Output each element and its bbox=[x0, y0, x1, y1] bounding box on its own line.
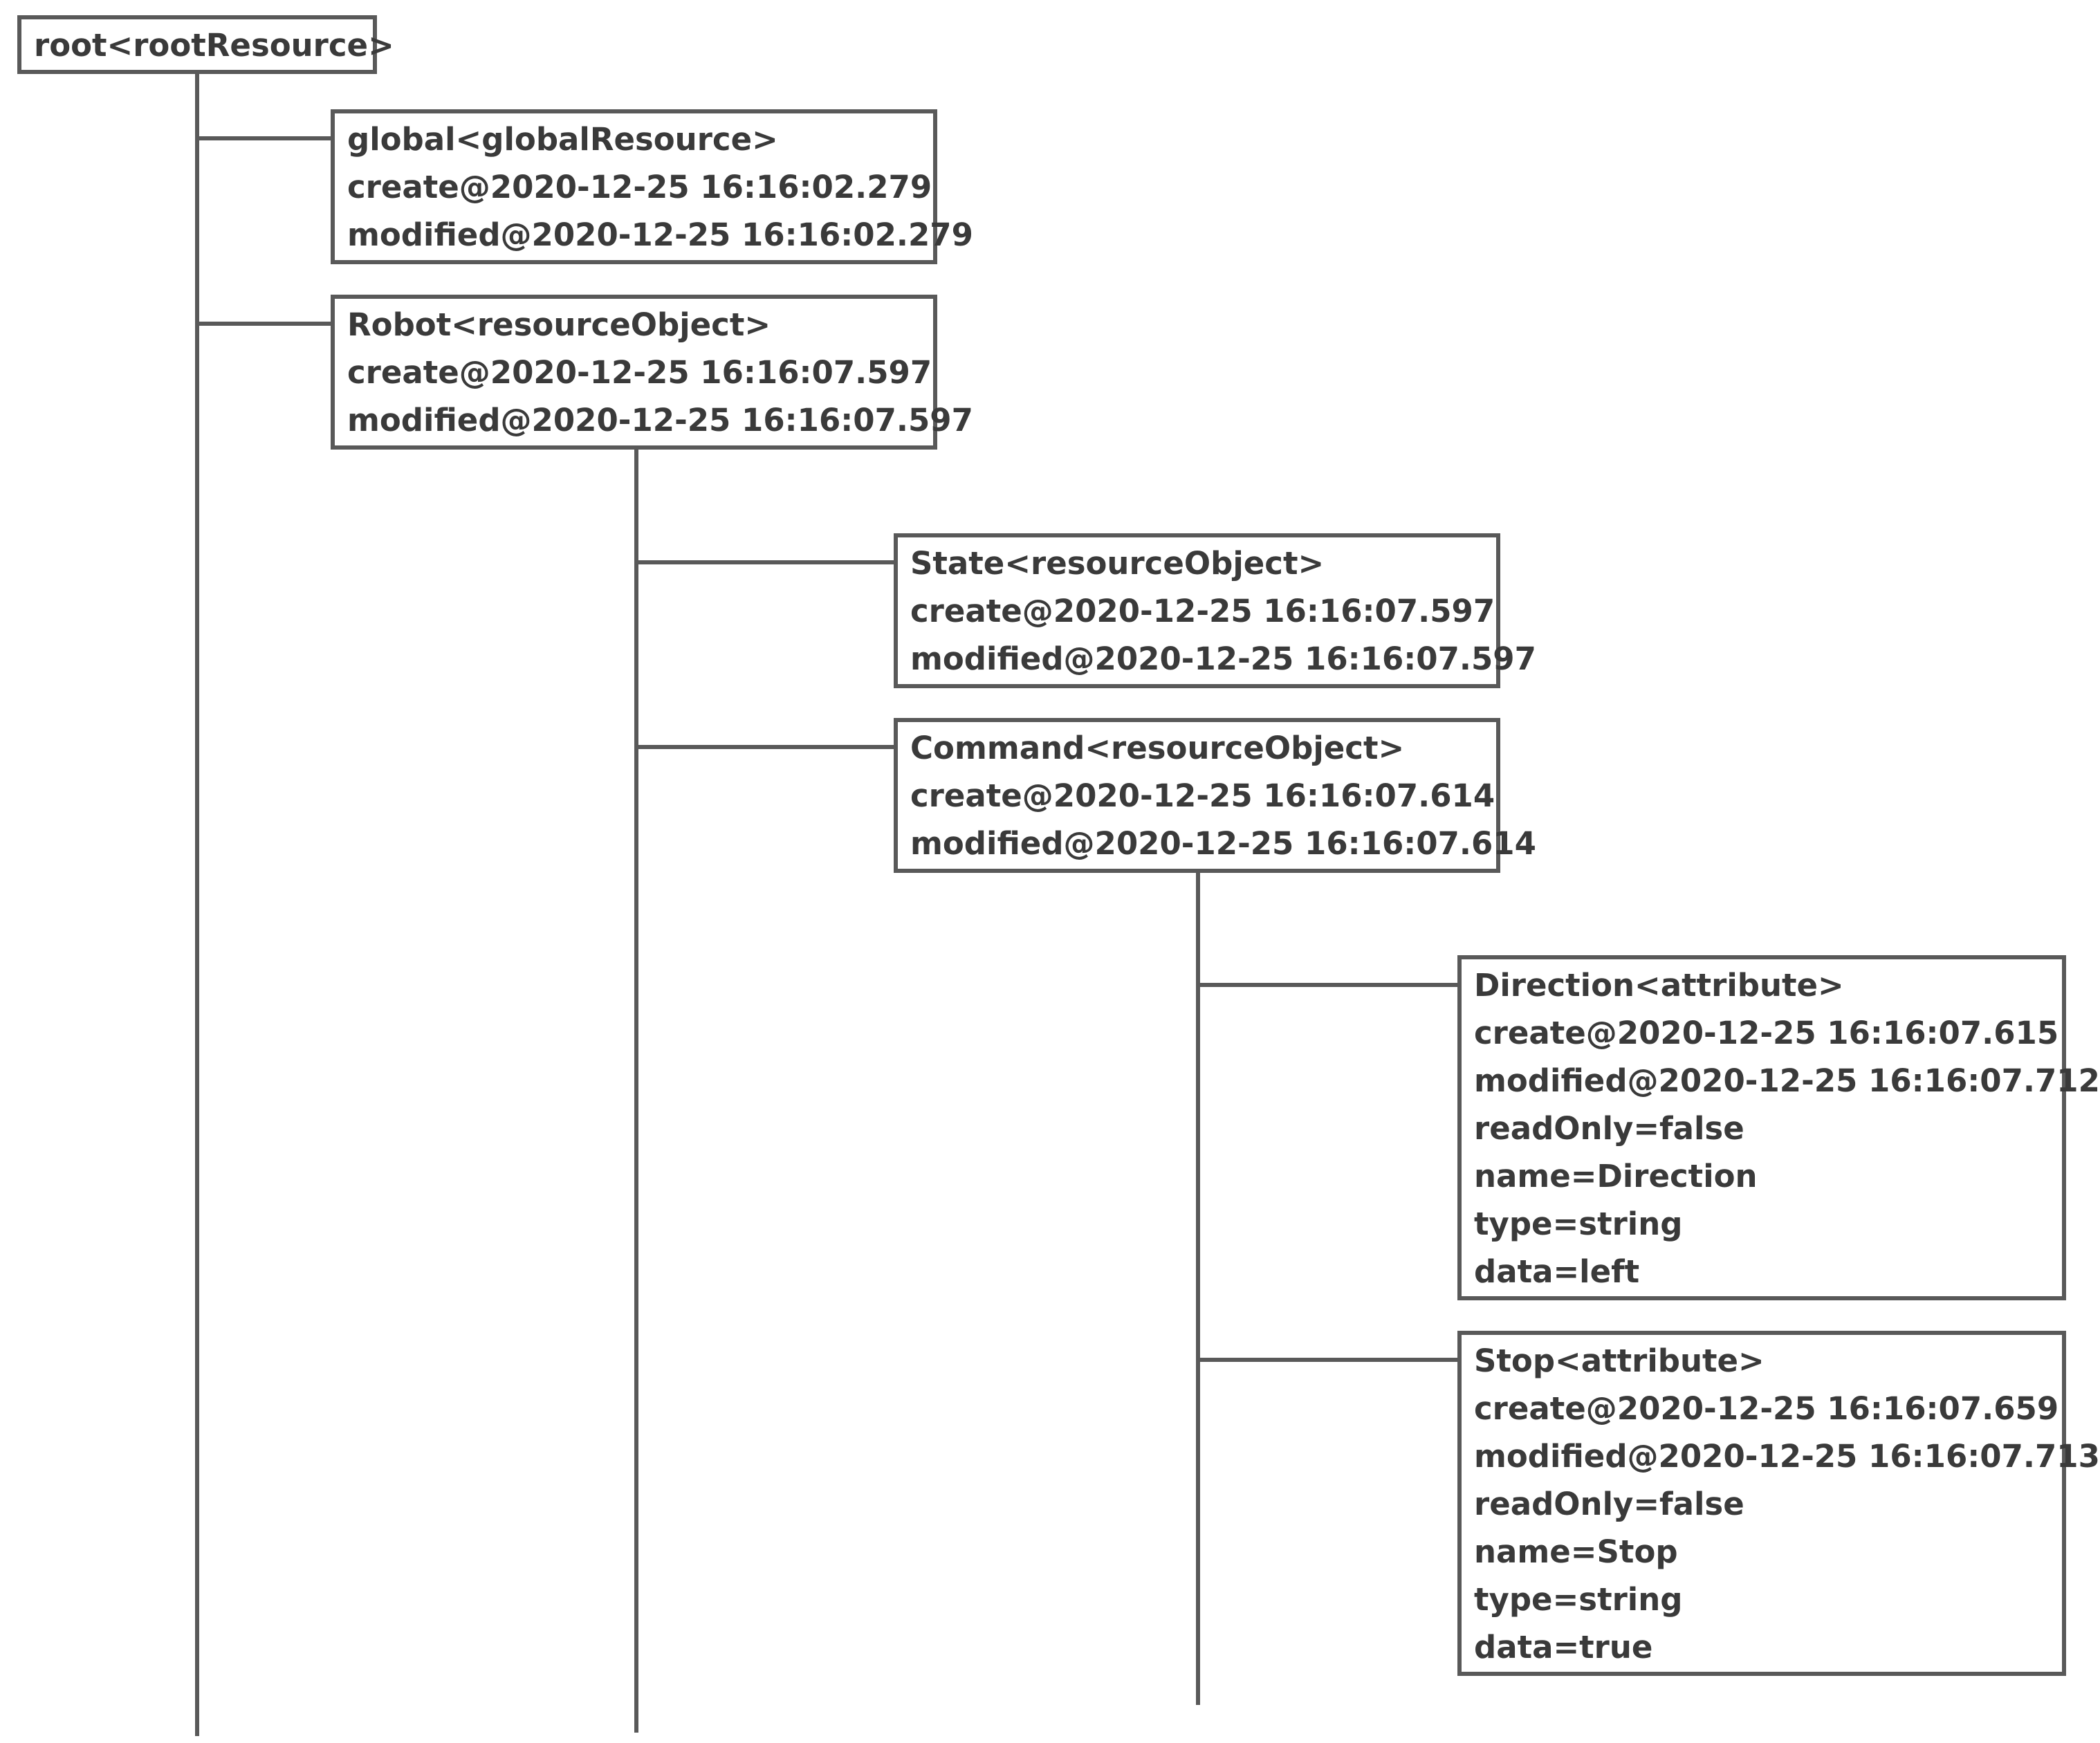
node-direction: Direction<attribute> create@2020-12-25 1… bbox=[1457, 955, 2100, 1300]
node-direction-name: name=Direction bbox=[1474, 1158, 1758, 1195]
node-global-title: global<globalResource> bbox=[347, 121, 778, 158]
node-stop-type: type=string bbox=[1474, 1581, 1683, 1618]
node-direction-title: Direction<attribute> bbox=[1474, 967, 1844, 1004]
node-stop-data: data=true bbox=[1474, 1629, 1653, 1666]
node-stop-modified: modified@2020-12-25 16:16:07.713 bbox=[1474, 1438, 2100, 1475]
node-command-title: Command<resourceObject> bbox=[910, 730, 1405, 766]
node-direction-created: create@2020-12-25 16:16:07.615 bbox=[1474, 1015, 2059, 1051]
node-state-modified: modified@2020-12-25 16:16:07.597 bbox=[910, 640, 1536, 677]
node-robot: Robot<resourceObject> create@2020-12-25 … bbox=[331, 295, 973, 450]
node-stop-title: Stop<attribute> bbox=[1474, 1343, 1765, 1379]
node-stop-name: name=Stop bbox=[1474, 1533, 1678, 1570]
node-direction-modified: modified@2020-12-25 16:16:07.712 bbox=[1474, 1062, 2100, 1099]
node-root-title: root<rootResource> bbox=[34, 27, 394, 64]
node-stop: Stop<attribute> create@2020-12-25 16:16:… bbox=[1457, 1331, 2100, 1676]
node-global-modified: modified@2020-12-25 16:16:02.279 bbox=[347, 216, 973, 253]
node-direction-type: type=string bbox=[1474, 1206, 1683, 1242]
node-command-modified: modified@2020-12-25 16:16:07.614 bbox=[910, 825, 1536, 862]
node-root: root<rootResource> bbox=[17, 15, 394, 74]
node-state: State<resourceObject> create@2020-12-25 … bbox=[894, 533, 1536, 688]
node-robot-title: Robot<resourceObject> bbox=[347, 306, 771, 343]
node-state-created: create@2020-12-25 16:16:07.597 bbox=[910, 593, 1495, 629]
node-command: Command<resourceObject> create@2020-12-2… bbox=[894, 718, 1536, 873]
node-state-title: State<resourceObject> bbox=[910, 545, 1325, 582]
node-command-created: create@2020-12-25 16:16:07.614 bbox=[910, 777, 1495, 814]
node-robot-modified: modified@2020-12-25 16:16:07.597 bbox=[347, 402, 973, 439]
node-stop-readonly: readOnly=false bbox=[1474, 1486, 1744, 1522]
node-direction-readonly: readOnly=false bbox=[1474, 1110, 1744, 1147]
node-stop-created: create@2020-12-25 16:16:07.659 bbox=[1474, 1390, 2059, 1427]
node-global-created: create@2020-12-25 16:16:02.279 bbox=[347, 169, 932, 205]
node-global: global<globalResource> create@2020-12-25… bbox=[331, 109, 973, 264]
node-robot-created: create@2020-12-25 16:16:07.597 bbox=[347, 354, 932, 391]
node-direction-data: data=left bbox=[1474, 1253, 1640, 1290]
